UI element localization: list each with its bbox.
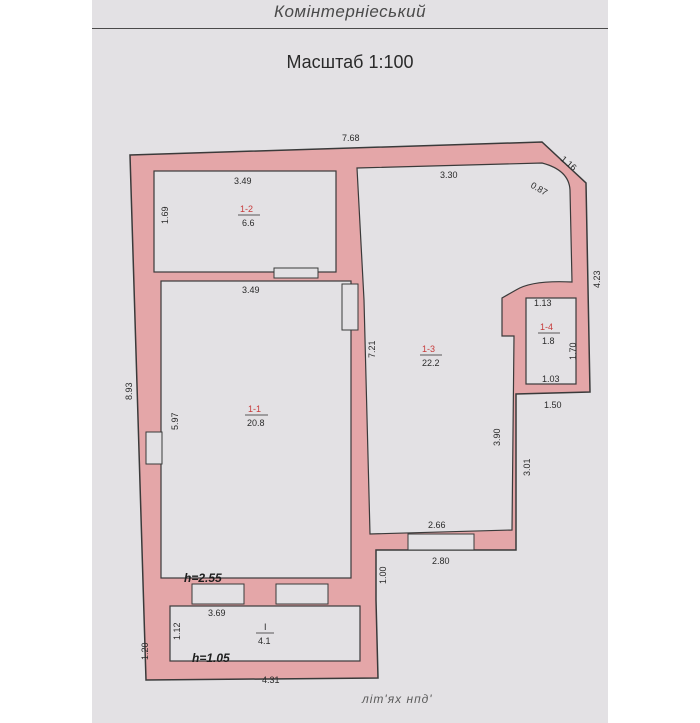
room-1-label: 1-1 20.8 xyxy=(245,404,268,428)
dim-left-total: 8.93 xyxy=(124,382,134,400)
dim-room4-bottom: 1.03 xyxy=(542,374,560,384)
room-1-area: 20.8 xyxy=(247,418,265,428)
floor-plan: 7.68 1.16 0.87 3.49 1.69 3.49 5.97 8.93 … xyxy=(124,133,602,685)
dim-top-total: 7.68 xyxy=(342,133,360,143)
room-vestibule xyxy=(169,605,361,662)
height-main: h=2.55 xyxy=(184,571,222,585)
dim-room3-bottom: 2.66 xyxy=(428,520,446,530)
room-vestibule-label: I 4.1 xyxy=(256,622,274,646)
window-left xyxy=(145,431,163,465)
dim-bottom-total: 4.31 xyxy=(262,675,280,685)
room-4-area: 1.8 xyxy=(542,336,555,346)
dim-room1-height: 5.97 xyxy=(170,412,180,430)
dim-room4-height: 1.70 xyxy=(568,342,578,360)
header-divider xyxy=(92,28,608,29)
room-vestibule-area: 4.1 xyxy=(258,636,271,646)
room-1 xyxy=(160,280,352,579)
room-2-label: 1-2 6.6 xyxy=(238,204,260,228)
room-4-number: 1-4 xyxy=(540,322,553,332)
room-3 xyxy=(356,162,573,535)
dim-room3-lower: 3.90 xyxy=(492,428,502,446)
plan-sheet: Комінтерніеський Масштаб 1:100 7.68 1.16… xyxy=(92,0,608,723)
room-3-area: 22.2 xyxy=(422,358,440,368)
dim-right-upper: 4.23 xyxy=(592,270,602,288)
dim-room5-height: 1.12 xyxy=(172,622,182,640)
dim-room5-width: 3.69 xyxy=(208,608,226,618)
height-vestibule: h=1.05 xyxy=(192,651,230,665)
room-2-area: 6.6 xyxy=(242,218,255,228)
room-4-label: 1-4 1.8 xyxy=(538,322,560,346)
room-3-number: 1-3 xyxy=(422,344,435,354)
room-2-number: 1-2 xyxy=(240,204,253,214)
dim-step-width: 1.50 xyxy=(544,400,562,410)
district-name: Комінтерніеський xyxy=(273,2,427,21)
scale-label: Масштаб 1:100 xyxy=(286,52,414,72)
room-1-number: 1-1 xyxy=(248,404,261,414)
letter-designation: літ'ях нпд' xyxy=(362,692,433,706)
dim-room4-top: 1.13 xyxy=(534,298,552,308)
door-room1-room3 xyxy=(341,283,359,331)
dim-room3-top: 3.30 xyxy=(440,170,458,180)
room-2 xyxy=(153,170,337,273)
dim-room2-width: 3.49 xyxy=(234,176,252,186)
room-vestibule-number: I xyxy=(264,622,267,632)
room-4 xyxy=(525,297,577,385)
window-bottom-1 xyxy=(191,583,245,605)
dim-right-lower: 3.01 xyxy=(522,458,532,476)
room-3-label: 1-3 22.2 xyxy=(420,344,442,368)
dim-room2-height: 1.69 xyxy=(160,206,170,224)
dim-outer-bottom: 2.80 xyxy=(432,556,450,566)
dim-vestibule-height: 1.20 xyxy=(140,642,150,660)
window-bottom-2 xyxy=(275,583,329,605)
window-room3-bottom xyxy=(407,533,475,551)
dim-room3-height: 7.21 xyxy=(367,340,377,358)
dim-notch: 1.00 xyxy=(378,566,388,584)
door-room2 xyxy=(273,267,319,279)
dim-room1-top: 3.49 xyxy=(242,285,260,295)
